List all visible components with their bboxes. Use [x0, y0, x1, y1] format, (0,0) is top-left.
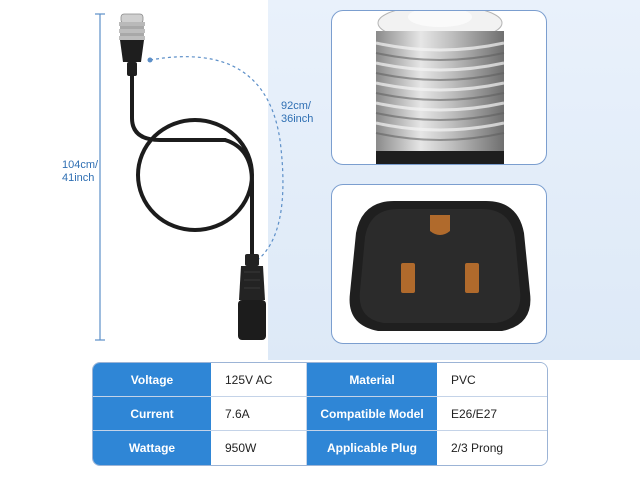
total-length-cm: 104cm/	[62, 159, 99, 171]
socket-head	[119, 13, 145, 76]
receptacle-face-closeup	[331, 184, 547, 344]
spec-key-material: Material	[307, 363, 437, 397]
spec-value-wattage: 950W	[211, 431, 307, 465]
spec-key-applicable-plug: Applicable Plug	[307, 431, 437, 465]
spec-value-voltage: 125V AC	[211, 363, 307, 397]
spec-key-compatible-model: Compatible Model	[307, 397, 437, 431]
spec-key-wattage: Wattage	[93, 431, 211, 465]
spec-value-applicable-plug: 2/3 Prong	[437, 431, 547, 465]
cord-illustration	[95, 13, 284, 341]
spec-key-voltage: Voltage	[93, 363, 211, 397]
total-length-inch: 41inch	[62, 172, 95, 184]
spec-value-current: 7.6A	[211, 397, 307, 431]
cord-length-cm: 92cm/	[281, 100, 311, 112]
spec-value-compatible-model: E26/E27	[437, 397, 547, 431]
spec-key-current: Current	[93, 397, 211, 431]
power-cord	[130, 74, 254, 257]
cord-length-label: 92cm/ 36inch	[281, 100, 313, 126]
cord-length-inch: 36inch	[281, 113, 314, 125]
receptacle-connector	[238, 254, 266, 340]
spec-value-material: PVC	[437, 363, 547, 397]
total-length-dimension-line	[95, 13, 105, 341]
cord-length-dashed-arc	[149, 56, 284, 263]
total-length-label: 104cm/ 41inch	[62, 159, 98, 185]
specification-table: Voltage 125V AC Material PVC Current 7.6…	[92, 362, 548, 466]
socket-thread-closeup	[331, 10, 547, 165]
